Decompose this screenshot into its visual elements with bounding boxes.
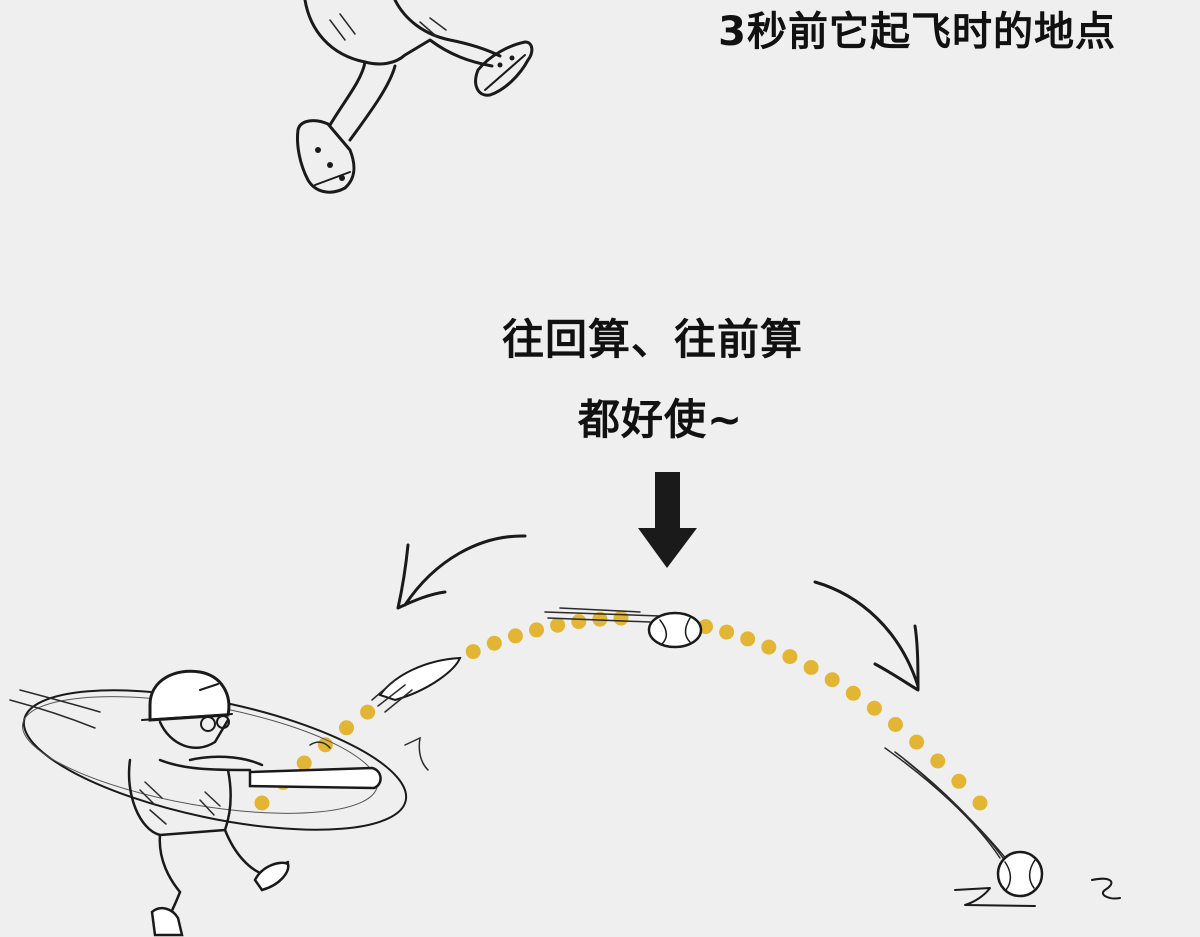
trajectory-dot [782, 649, 798, 665]
trajectory-dot [719, 624, 735, 640]
baseball-landing [884, 747, 1121, 907]
trajectory-dot [951, 773, 967, 789]
trajectory-dot [740, 631, 756, 647]
trajectory-dot [909, 734, 925, 750]
curved-arrow-left-icon [396, 534, 527, 610]
trajectory-dot [465, 644, 481, 660]
trajectory-dot [507, 628, 523, 644]
trajectory-dot [571, 614, 587, 630]
trajectory-dot [254, 795, 270, 811]
curved-arrow-right-icon [813, 580, 920, 692]
baseball-launch [371, 656, 462, 713]
trajectory-dot [592, 611, 608, 627]
trajectory-dot [888, 717, 903, 732]
trajectory-dot [529, 622, 544, 638]
trajectory-dot [296, 755, 312, 771]
trajectory-dot [613, 610, 629, 626]
trajectory-dot [803, 660, 819, 675]
caption-works-well: 都好使~ [578, 395, 744, 444]
baseball-apex [544, 607, 703, 649]
down-arrow-icon [638, 472, 697, 568]
trajectory-dot [339, 720, 354, 736]
caption-takeoff-location: 3秒前它起飞时的地点 [718, 9, 1116, 55]
batter-figure [9, 669, 429, 937]
trajectory-dot [972, 795, 988, 811]
trajectory-dot [761, 639, 777, 655]
trajectory-dot [486, 635, 502, 651]
trajectory-dot [866, 700, 882, 716]
caption-calc-both-ways: 往回算、往前算 [502, 315, 804, 364]
trajectory-dot [550, 617, 566, 633]
trajectory-dot [930, 753, 946, 769]
fielder-legs [296, 0, 534, 194]
trajectory-dot [360, 704, 376, 720]
trajectory-dot [824, 672, 840, 688]
trajectory-dot [845, 685, 861, 701]
